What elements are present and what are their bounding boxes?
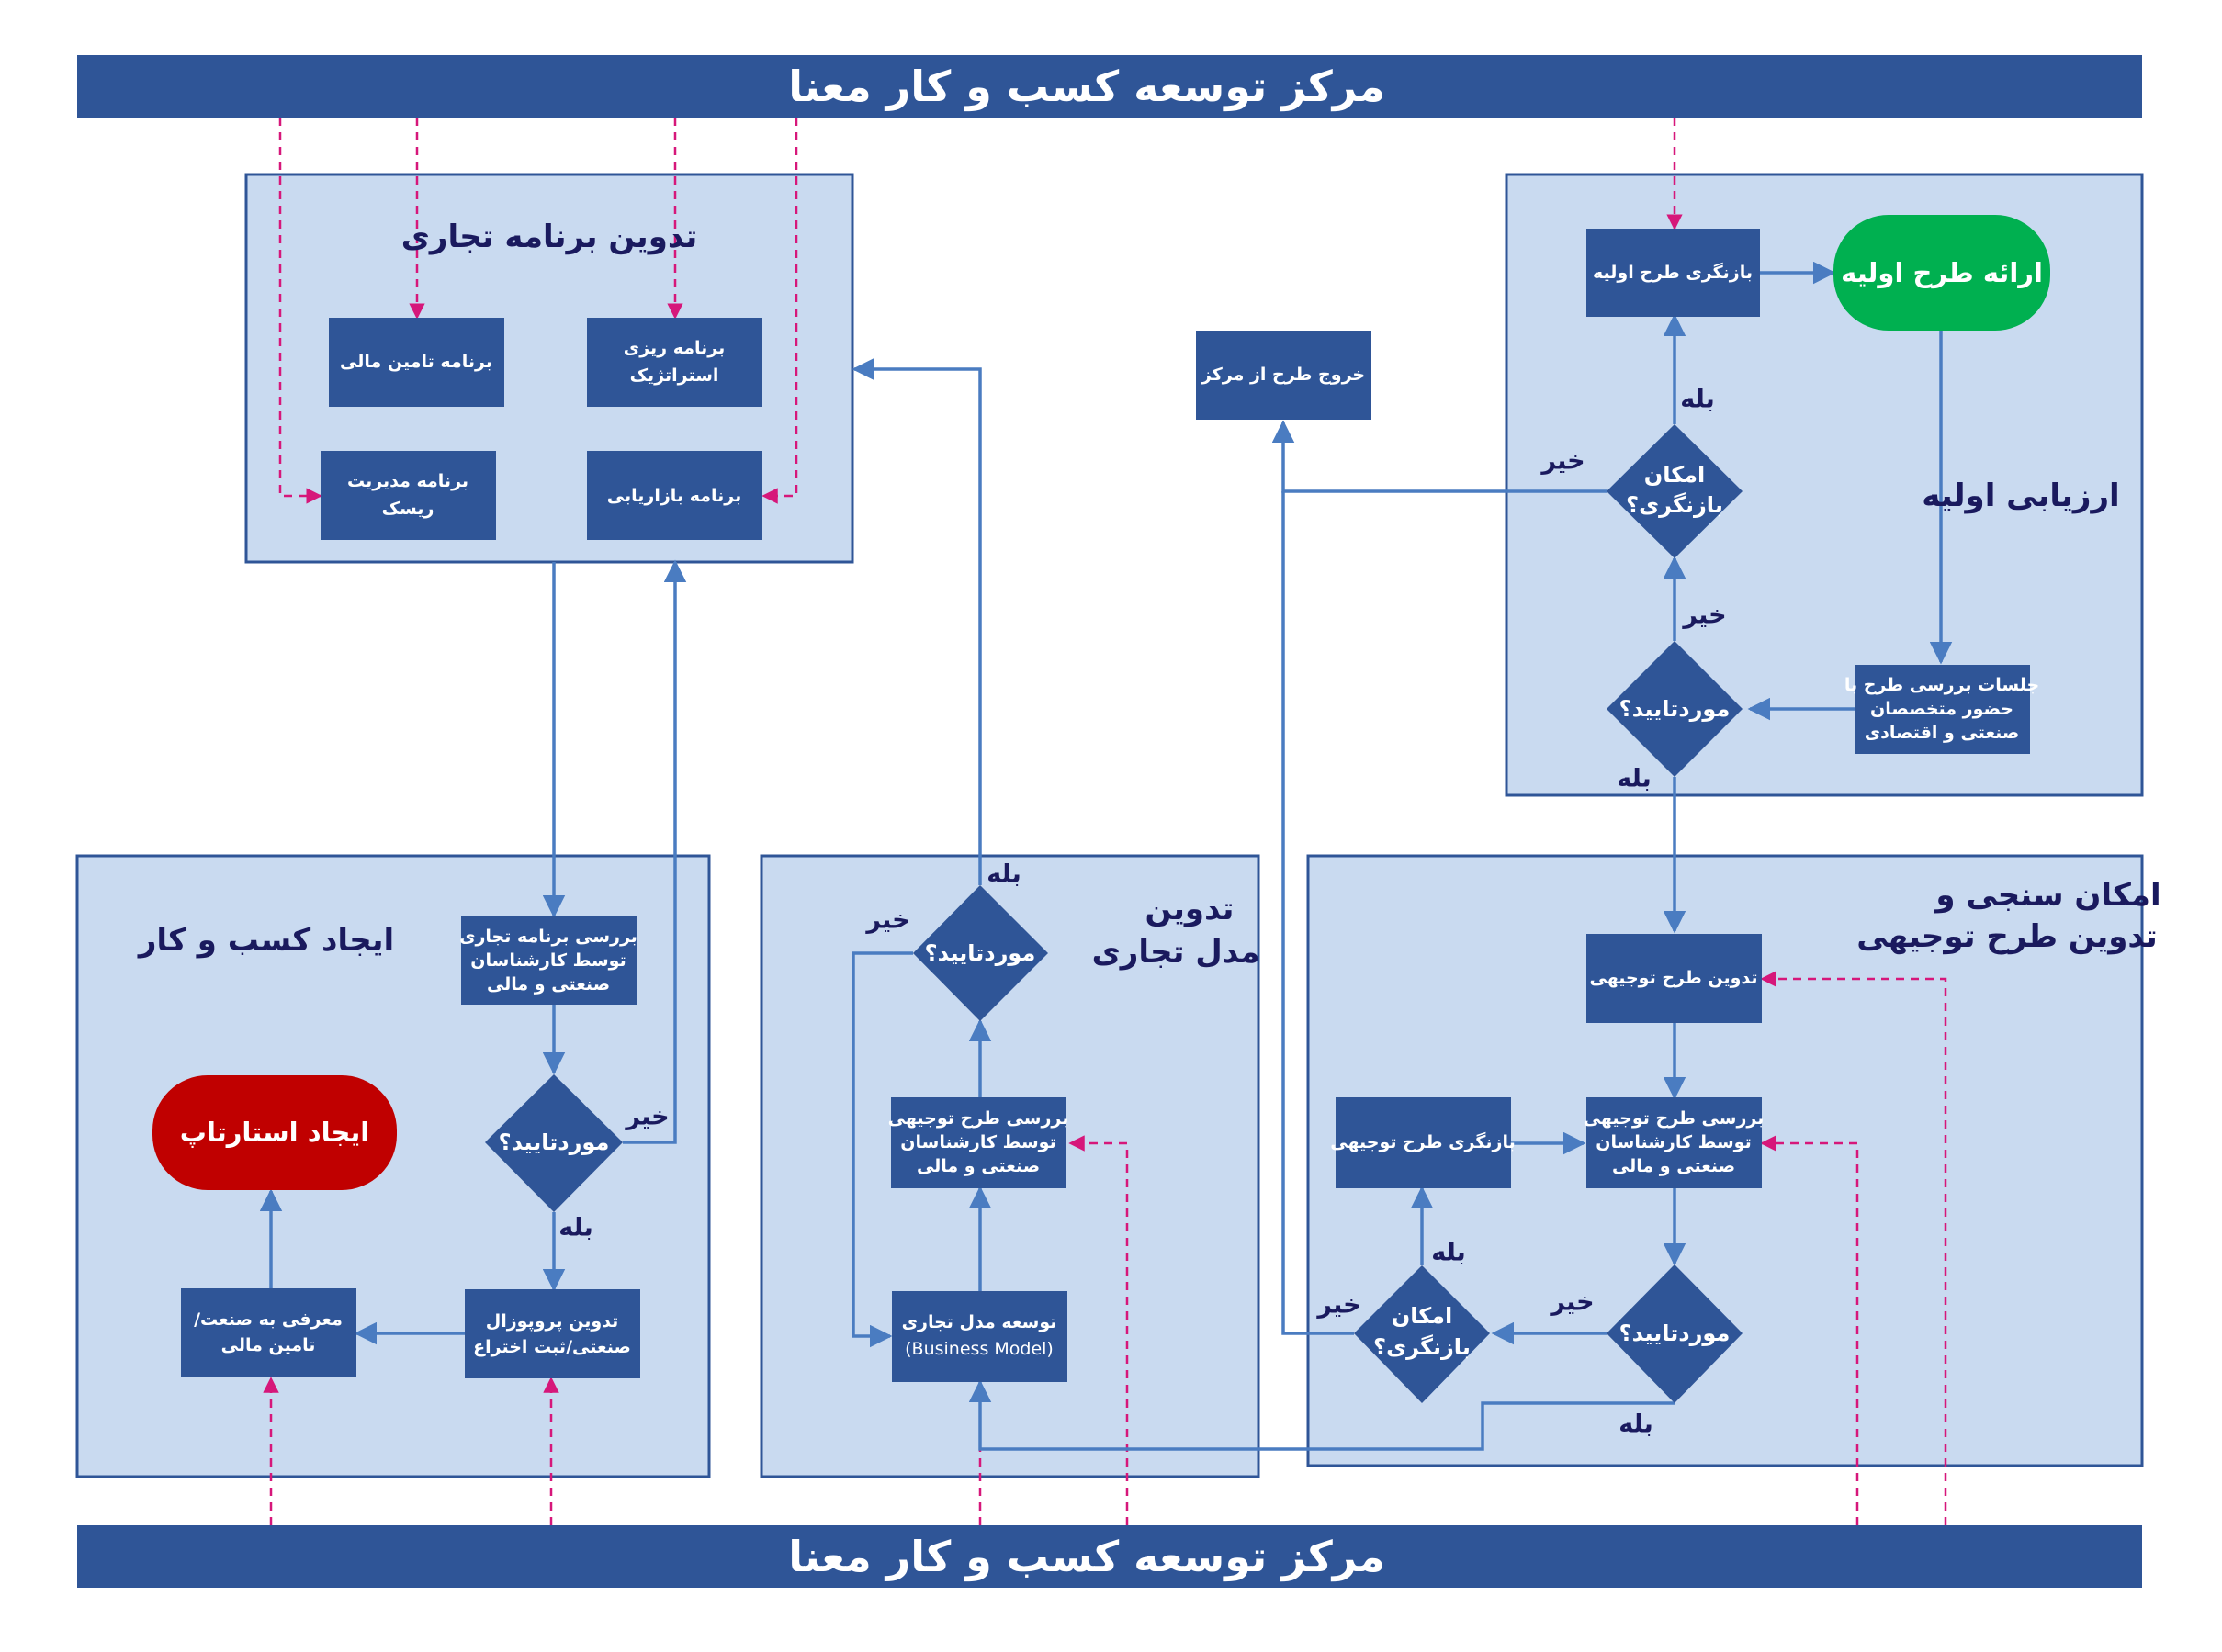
develop-model-label-2: (Business Model) [905,1339,1054,1359]
feasibility-title-2: تدوین طرح توجیهی [1856,918,2158,955]
feas-draft-box[interactable] [1586,934,1762,1023]
start-initial-plan[interactable] [1833,215,2050,331]
arrow-create-approved-no-to-plan [623,559,687,1144]
feas-review-label-3: صنعتی و مالی [1612,1156,1735,1176]
model-approved-yes-label: بله [987,860,1021,889]
model-review-label-1: بررسی طرح توجیهی [888,1108,1069,1129]
feas-review-label-1: بررسی طرح توجیهی [1584,1108,1765,1129]
review-sessions-box[interactable] [1855,665,2030,754]
feas-draft-label: تدوین طرح توجیهی [1589,968,1757,988]
intro-industry-box[interactable] [181,1288,356,1377]
business-create-title: ایجاد کسب و کار [137,922,394,959]
arrow-feas-revise-no-to-exit [1281,491,1354,1335]
create-review-label-3: صنعتی و مالی [487,974,610,995]
initial-approved-diamond[interactable] [1607,641,1743,777]
model-approved-label: موردتایید؟ [925,940,1036,966]
feas-revise-diamond[interactable] [1354,1265,1490,1403]
feas-revise-label-1: امکان [1392,1303,1453,1329]
initial-revise-yes-label: بله [1680,386,1715,414]
marketing-plan-box[interactable] [587,451,762,540]
strategic-plan-label-1: برنامه ریزی [624,338,725,358]
develop-model-box[interactable] [892,1291,1067,1382]
review-sessions-label-2: حضور متخصصان [1870,699,2013,719]
financing-plan-box[interactable] [329,318,504,407]
footer-bar [77,1525,2142,1588]
intro-industry-label-2: تامین مالی [221,1335,316,1355]
feas-review-label-2: توسط کارشناسان [1596,1132,1751,1152]
revise-initial-plan-box[interactable] [1586,229,1760,317]
create-review-label-2: توسط کارشناسان [470,950,626,971]
feas-approved-label: موردتایید؟ [1619,1320,1731,1346]
proposal-label-1: تدوین پروپوزال [486,1311,619,1332]
model-approved-diamond[interactable] [913,885,1048,1021]
arrow-feas-approved-yes-to-develop [968,1379,1675,1451]
create-review-label-1: بررسی برنامه تجاری [459,927,637,947]
startup-terminal[interactable] [152,1075,397,1190]
exit-label: خروج طرح از مرکز [1201,365,1365,385]
arrow-model-approved-no-to-develop [852,951,913,1348]
initial-revise-label-2: بازنگری؟ [1626,492,1723,518]
dash-header-to-marketing [761,118,798,504]
revise-initial-plan-label: بازنگری طرح اولیه [1593,262,1753,283]
strategic-plan-label-2: استراتژیک [630,365,719,386]
initial-approved-label: موردتایید؟ [1619,696,1731,722]
dash-footer-to-model-review [1068,1135,1129,1525]
create-approved-no-label: خیر [624,1103,669,1131]
business-model-title-2: مدل تجاری [1092,934,1260,971]
model-review-label-2: توسط کارشناسان [900,1132,1055,1152]
risk-plan-box[interactable] [321,451,496,540]
risk-plan-label-2: ریسک [382,499,434,519]
feas-approved-yes-label: بله [1619,1410,1653,1439]
startup-label: ایجاد استارتاپ [180,1117,369,1148]
strategic-plan-box[interactable] [587,318,762,407]
header-bar [77,55,2142,118]
proposal-label-2: صنعتی/ثبت اختراع [473,1337,631,1357]
initial-approved-no-label: خیر [1681,601,1726,630]
feas-approved-no-label: خیر [1549,1288,1594,1317]
feasibility-title-1: امکان سنجی و [1934,877,2160,914]
arrow-model-approved-yes-to-plan [852,357,982,885]
dash-footer-to-feas-draft [1760,971,1947,1525]
business-plan-title: تدوین برنامه تجاری [401,219,697,255]
feas-review-box[interactable] [1586,1097,1762,1188]
model-review-label-3: صنعتی و مالی [917,1156,1040,1176]
review-sessions-label-3: صنعتی و اقتصادی [1865,723,2020,743]
feas-revise-label-2: بازنگری؟ [1373,1334,1471,1360]
initial-eval-title: ارزیابی اولیه [1922,478,2119,514]
header-title: مرکز توسعه کسب و کار معنا [788,62,1385,111]
model-review-box[interactable] [891,1097,1066,1188]
initial-revise-diamond[interactable] [1607,424,1743,558]
create-approved-yes-label: بله [558,1214,593,1242]
feas-revise-no-label: خیر [1315,1291,1360,1320]
create-review-box[interactable] [461,916,637,1005]
create-approved-diamond[interactable] [485,1074,623,1212]
intro-industry-label-1: معرفی به صنعت/ [194,1309,343,1330]
initial-approved-yes-label: بله [1617,765,1652,793]
feas-revise-yes-label: بله [1431,1239,1466,1267]
feas-revise-label: بازنگری طرح توجیهی [1330,1131,1516,1152]
financing-plan-label: برنامه تامین مالی [340,352,492,372]
initial-revise-label-1: امکان [1644,462,1706,488]
create-approved-label: موردتایید؟ [499,1129,610,1155]
start-initial-plan-label: ارائه طرح اولیه [1841,257,2043,288]
footer-title: مرکز توسعه کسب و کار معنا [788,1532,1385,1581]
business-model-title-1: تدوین [1145,891,1235,927]
exit-box[interactable] [1196,331,1371,420]
feas-revise-box[interactable] [1336,1097,1511,1188]
risk-plan-label-1: برنامه مدیریت [347,471,468,491]
proposal-box[interactable] [465,1289,640,1378]
model-approved-no-label: خیر [864,906,909,935]
initial-revise-no-label: خیر [1540,447,1585,476]
develop-model-label-1: توسعه مدل تجاری [902,1312,1057,1332]
dash-footer-to-feas-review [1760,1135,1859,1525]
feas-approved-diamond[interactable] [1607,1264,1743,1403]
review-sessions-label-1: جلسات بررسی طرح با [1844,675,2039,695]
marketing-plan-label: برنامه بازاریابی [607,486,741,506]
